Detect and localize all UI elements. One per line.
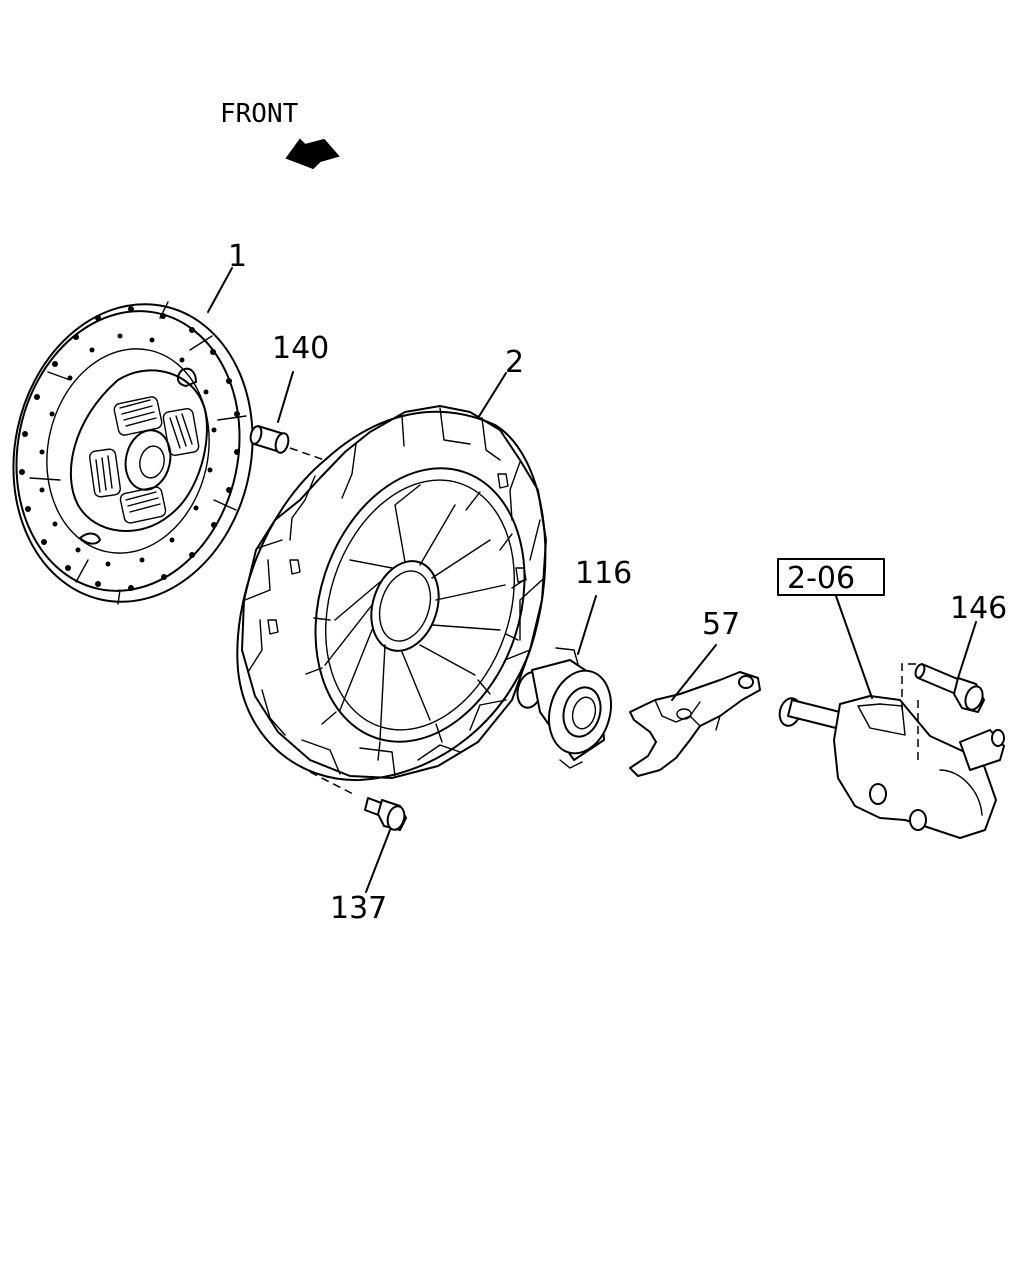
callout-116: 116 [575, 556, 632, 591]
slave-cylinder [778, 663, 1005, 839]
cover-bolt [364, 797, 407, 831]
release-bearing [516, 647, 612, 769]
damper-springs [89, 396, 200, 524]
callout-2-06: 2-06 [787, 561, 855, 596]
callout-2: 2 [505, 345, 524, 380]
clutch-disc [12, 301, 254, 605]
leader-line-146 [957, 621, 977, 679]
callout-137: 137 [330, 891, 387, 926]
leader-line-116 [577, 595, 597, 655]
reference-box-2-06 [777, 558, 885, 596]
release-fork [629, 671, 761, 777]
pilot-pin [249, 425, 331, 463]
leader-line-140 [277, 371, 294, 423]
callout-146: 146 [950, 591, 1007, 626]
front-label: FRONT [220, 99, 299, 129]
pressure-plate [236, 405, 547, 796]
leader-line-2-06 [835, 595, 873, 699]
front-indicator: FRONT [220, 99, 340, 170]
callout-57: 57 [702, 607, 740, 642]
callout-140: 140 [272, 331, 329, 366]
leader-line-1 [207, 267, 233, 313]
leader-line-2 [477, 372, 507, 419]
front-direction-arrow-icon [285, 138, 340, 170]
friction-rivets [19, 306, 240, 591]
callout-1: 1 [228, 239, 247, 274]
leader-line-57 [671, 644, 717, 701]
slave-bolt [914, 663, 985, 713]
leader-line-137 [365, 829, 391, 893]
diaphragm-fingers [305, 484, 525, 761]
